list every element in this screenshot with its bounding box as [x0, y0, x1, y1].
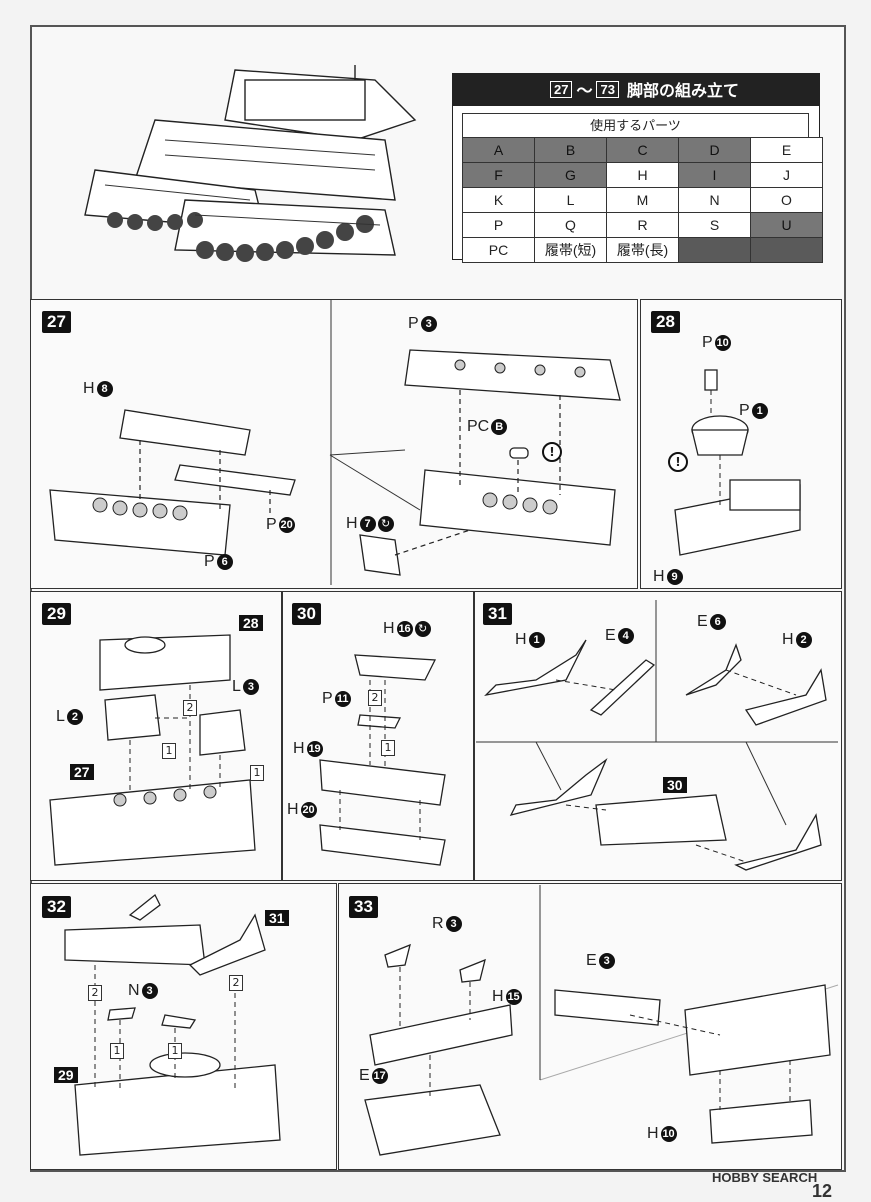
parts-cell: N [678, 187, 751, 213]
parts-cell: I [678, 162, 751, 188]
step-33-drawing [364, 885, 839, 1156]
parts-cell: D [678, 137, 751, 163]
parts-cell: J [750, 162, 823, 188]
watermark-brand: HOBBY SEARCH [712, 1170, 818, 1185]
parts-cell: E [750, 137, 823, 163]
order-marker: 1 [250, 765, 264, 781]
step-range-sep: 〜 [576, 83, 593, 100]
order-marker: 1 [381, 740, 395, 756]
caution-icon: ! [668, 452, 688, 472]
parts-cell: K [462, 187, 535, 213]
ref-step-27: 27 [70, 764, 94, 780]
step-28-drawing [674, 369, 801, 556]
step-27-number: 27 [42, 311, 71, 333]
ref-step-30: 30 [663, 777, 687, 793]
parts-cell: S [678, 212, 751, 238]
parts-cell: PC [462, 237, 535, 263]
step-27-divider [330, 300, 332, 585]
parts-cell: R [606, 212, 679, 238]
glue-icon: ↻ [377, 516, 394, 532]
step-32-number: 32 [42, 896, 71, 918]
step-33-number: 33 [349, 896, 378, 918]
parts-cell: U [750, 212, 823, 238]
step-27-drawing [49, 349, 621, 576]
parts-cell: H [606, 162, 679, 188]
parts-cell [678, 237, 751, 263]
parts-cell: 履帯(長) [606, 237, 679, 263]
step-31-drawing [476, 600, 838, 871]
step-range-end: 73 [596, 80, 619, 98]
order-marker: 2 [368, 690, 382, 706]
step-30-drawing [319, 654, 446, 866]
order-marker: 2 [88, 985, 102, 1001]
step-32-drawing [64, 893, 281, 1156]
parts-cell: Q [534, 212, 607, 238]
section-title: 脚部の組み立て [626, 83, 739, 100]
parts-cell [750, 237, 823, 263]
step-29-number: 29 [42, 603, 71, 625]
order-marker: 2 [229, 975, 243, 991]
step-range-start: 27 [550, 80, 573, 98]
order-marker: 1 [168, 1043, 182, 1059]
caution-icon: ! [542, 442, 562, 462]
parts-cell: M [606, 187, 679, 213]
order-marker: 2 [183, 700, 197, 716]
step-31-number: 31 [483, 603, 512, 625]
parts-cell: C [606, 137, 679, 163]
parts-cell: G [534, 162, 607, 188]
order-marker: 1 [110, 1043, 124, 1059]
parts-cell: B [534, 137, 607, 163]
order-marker: 1 [162, 743, 176, 759]
glue-icon: ↻ [414, 621, 431, 637]
step-28-number: 28 [651, 311, 680, 333]
section-header: 27 〜 73 脚部の組み立て [452, 73, 820, 105]
page-number: 12 [812, 1181, 833, 1201]
vehicle-illustration [84, 65, 417, 262]
parts-heading: 使用するパーツ [462, 113, 809, 137]
step-29-drawing [49, 634, 256, 866]
ref-step-28: 28 [239, 615, 263, 631]
ref-step-31: 31 [265, 910, 289, 926]
parts-cell: P [462, 212, 535, 238]
step-30-number: 30 [292, 603, 321, 625]
parts-cell: L [534, 187, 607, 213]
ref-step-29: 29 [54, 1067, 78, 1083]
parts-cell: A [462, 137, 535, 163]
parts-cell: F [462, 162, 535, 188]
parts-cell: O [750, 187, 823, 213]
parts-cell: 履帯(短) [534, 237, 607, 263]
